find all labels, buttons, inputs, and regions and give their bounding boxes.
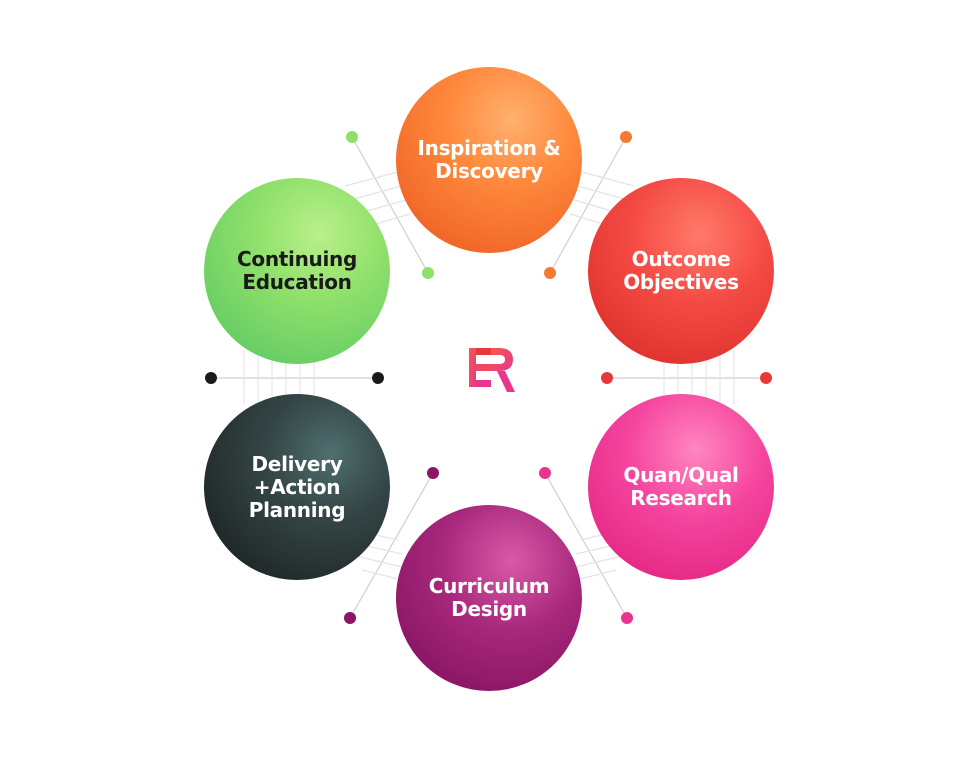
connector-mesh (243, 350, 315, 404)
er-logo-icon (469, 348, 515, 392)
connector-dot (346, 131, 358, 143)
node-label: Curriculum Design (428, 574, 550, 621)
connector-dot (344, 612, 356, 624)
connector-dot (760, 372, 772, 384)
connector-mesh (569, 171, 635, 229)
connector-dot (539, 467, 551, 479)
node-label: Quan/Qual Research (623, 463, 739, 510)
connector-dot (601, 372, 613, 384)
node-outcome-objectives: Outcome Objectives (588, 178, 774, 364)
connector-dot (621, 612, 633, 624)
connector-line (349, 472, 434, 619)
connector-dot (372, 372, 384, 384)
node-label: Outcome Objectives (623, 247, 739, 294)
node-continuing-education: Continuing Education (204, 178, 390, 364)
connector-dot (205, 372, 217, 384)
node-delivery-action-planning: Delivery +Action Planning (204, 394, 390, 580)
connector-mesh (344, 171, 411, 229)
connector-line (549, 136, 627, 274)
node-curriculum-design: Curriculum Design (396, 505, 582, 691)
connector-dot (422, 267, 434, 279)
connector-dot (544, 267, 556, 279)
node-label: Delivery +Action Planning (248, 451, 346, 522)
connector-line (544, 472, 628, 619)
node-inspiration-discovery: Inspiration & Discovery (396, 67, 582, 253)
connector-mesh (663, 350, 735, 404)
node-quan-qual-research: Quan/Qual Research (588, 394, 774, 580)
node-label: Inspiration & Discovery (417, 136, 561, 183)
node-label: Continuing Education (237, 247, 357, 294)
connector-dot (620, 131, 632, 143)
connector-dot (427, 467, 439, 479)
